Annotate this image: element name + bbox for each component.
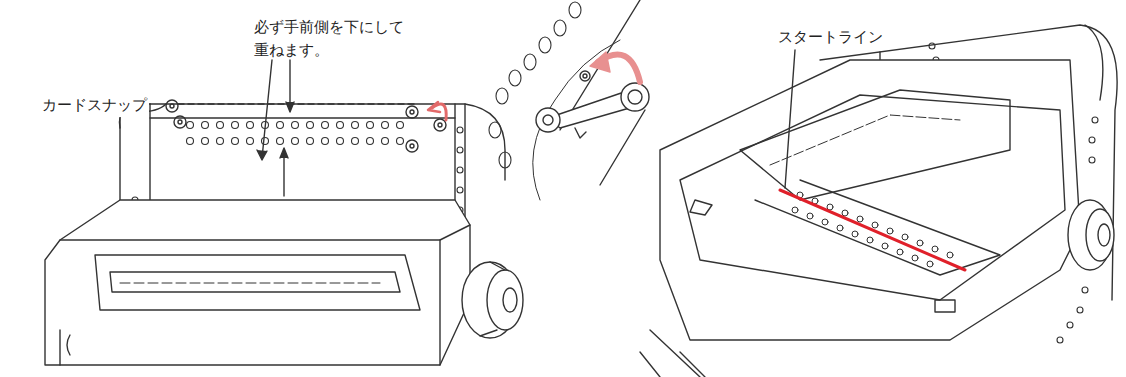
part-label: スタートライン bbox=[776, 26, 885, 49]
part-label: カードスナップ bbox=[40, 94, 149, 117]
note-text: 必ず手前側を下にして 重ねます。 bbox=[254, 16, 414, 62]
